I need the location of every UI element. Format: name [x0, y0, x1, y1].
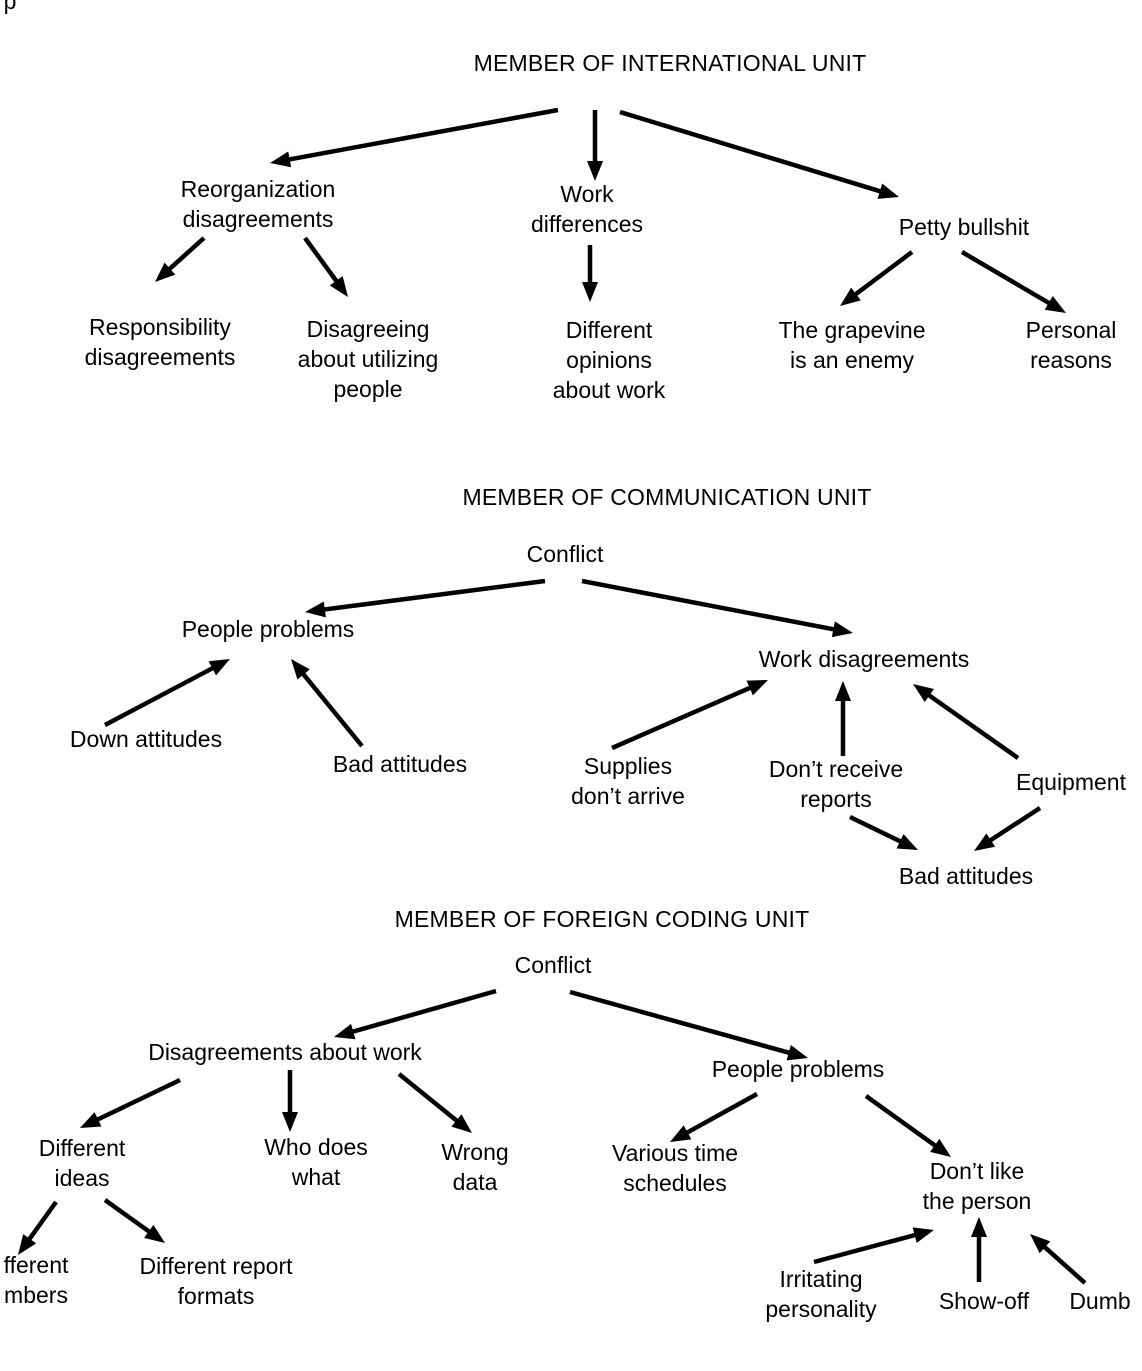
arrow-petty-to-grapevine-line: [852, 250, 914, 298]
arrow-people-to-dislike-line: [864, 1094, 939, 1149]
arrow-disagree-to-who-head: [282, 1112, 298, 1132]
node-different-report-formats: Different report formats: [139, 1253, 293, 1309]
node-supplies-dont-arrive: Supplies don’t arrive: [571, 753, 685, 809]
node-various-time-schedules: Various time schedules: [611, 1140, 739, 1196]
arrow-intl-to-work-head: [587, 161, 603, 181]
arrow-reports-to-badattitudes-head: [896, 834, 918, 850]
arrow-people-to-schedules-head: [670, 1125, 692, 1142]
arrow-conflict-to-workdis-line: [581, 578, 837, 633]
node-bad-attitudes-people: Bad attitudes: [332, 751, 468, 777]
arrow-equipment-to-badattitudes-line: [987, 806, 1042, 844]
node-grapevine-enemy: The grapevine is an enemy: [778, 317, 926, 373]
node-different-numbers-clipped: fferent mbers: [3, 1252, 69, 1308]
arrow-reports-to-badattitudes-line: [849, 814, 904, 845]
arrow-conflict-to-people-foreign-head: [786, 1044, 808, 1061]
arrow-intl-to-petty-head: [877, 183, 899, 199]
node-work-differences: Work differences: [530, 181, 644, 237]
arrow-reorg-to-utilizing-line: [303, 236, 340, 285]
arrow-dumb-to-dislike-head: [1030, 1234, 1051, 1254]
arrow-reports-to-workdis-head: [835, 681, 851, 701]
arrow-petty-to-grapevine-head: [840, 287, 861, 306]
international-unit-title: MEMBER OF INTERNATIONAL UNIT: [473, 50, 867, 76]
communication-unit-title: MEMBER OF COMMUNICATION UNIT: [462, 484, 872, 510]
arrow-people-to-dislike-head: [930, 1138, 951, 1157]
node-dont-receive-reports: Don’t receive reports: [768, 756, 904, 812]
node-who-does-what: Who does what: [264, 1134, 368, 1190]
arrow-dumb-to-dislike-line: [1041, 1243, 1087, 1285]
foreign-coding-unit-title: MEMBER OF FOREIGN CODING UNIT: [394, 906, 810, 932]
node-dumb: Dumb: [1069, 1288, 1131, 1314]
node-different-opinions-about-work: Different opinions about work: [552, 317, 666, 403]
arrow-supplies-to-workdis-head: [746, 680, 768, 696]
node-personal-reasons: Personal reasons: [1025, 317, 1117, 373]
node-show-off: Show-off: [938, 1288, 1030, 1314]
arrow-disagree-to-ideas-head: [80, 1112, 102, 1128]
node-irritating-personality: Irritating personality: [765, 1266, 877, 1322]
arrow-equipment-to-workdis-line: [925, 691, 1020, 760]
arrow-ideas-to-numbers-head: [18, 1234, 37, 1255]
arrow-disagree-to-ideas-line: [94, 1077, 181, 1123]
node-responsibility-disagreements: Responsibility disagreements: [84, 314, 236, 370]
arrow-reorg-to-utilizing-head: [329, 276, 348, 297]
arrow-conflict-to-people-head: [305, 601, 326, 618]
arrow-reorg-to-responsibility-head: [155, 262, 176, 282]
arrow-conflict-to-workdis-head: [831, 621, 853, 638]
arrow-ideas-to-numbers-line: [26, 1200, 58, 1243]
arrow-conflict-to-disagree-line: [349, 988, 497, 1035]
node-down-attitudes: Down attitudes: [69, 726, 223, 752]
arrow-down-to-people-line: [103, 664, 217, 727]
arrow-irritating-to-dislike-line: [813, 1232, 919, 1265]
node-different-ideas: Different ideas: [38, 1135, 126, 1191]
arrow-people-to-schedules-line: [683, 1092, 759, 1136]
arrow-petty-to-personal-head: [1044, 295, 1066, 313]
node-bad-attitudes-work: Bad attitudes: [898, 863, 1034, 889]
arrow-showoff-to-dislike-head: [971, 1217, 987, 1237]
node-dont-like-the-person: Don’t like the person: [922, 1158, 1032, 1214]
node-disagreeing-about-utilizing-people: Disagreeing about utilizing people: [297, 316, 439, 402]
arrow-conflict-to-people-foreign-line: [569, 989, 793, 1056]
node-conflict-foreign: Conflict: [514, 952, 592, 978]
arrow-equipment-to-badattitudes-head: [974, 833, 996, 851]
node-disagreements-about-work: Disagreements about work: [148, 1039, 422, 1065]
arrow-intl-to-petty-line: [619, 109, 884, 195]
arrow-disagree-to-wrong-head: [451, 1114, 472, 1133]
arrow-intl-to-reorg-head: [270, 151, 292, 168]
arrow-conflict-to-disagree-head: [334, 1023, 356, 1040]
arrow-ideas-to-formats-line: [103, 1198, 153, 1235]
node-work-disagreements: Work disagreements: [758, 646, 970, 672]
node-people-problems-foreign: People problems: [711, 1056, 885, 1082]
arrow-conflict-to-people-line: [321, 578, 546, 613]
arrow-bad-to-people-head: [291, 659, 310, 680]
arrow-disagree-to-wrong-line: [397, 1072, 461, 1125]
node-reorganization-disagreements: Reorganization disagreements: [180, 176, 336, 232]
arrow-ideas-to-formats-head: [144, 1224, 165, 1243]
node-petty-bullshit: Petty bullshit: [898, 214, 1030, 240]
arrow-work-to-opinions-head: [582, 282, 598, 302]
arrow-supplies-to-workdis-line: [611, 684, 754, 751]
node-equipment: Equipment: [1016, 769, 1126, 795]
arrow-down-to-people-head: [208, 659, 230, 676]
arrow-bad-to-people-line: [300, 670, 364, 748]
node-wrong-data: Wrong data: [441, 1139, 509, 1195]
header-fragment: p: [3, 0, 17, 14]
node-people-problems-communication: People problems: [181, 616, 355, 642]
arrow-petty-to-personal-line: [960, 250, 1053, 307]
arrow-irritating-to-dislike-head: [912, 1227, 934, 1243]
arrow-intl-to-reorg-line: [286, 107, 559, 163]
node-conflict-communication: Conflict: [526, 541, 604, 567]
arrow-equipment-to-workdis-head: [913, 684, 934, 703]
arrow-reorg-to-responsibility-line: [166, 236, 206, 273]
